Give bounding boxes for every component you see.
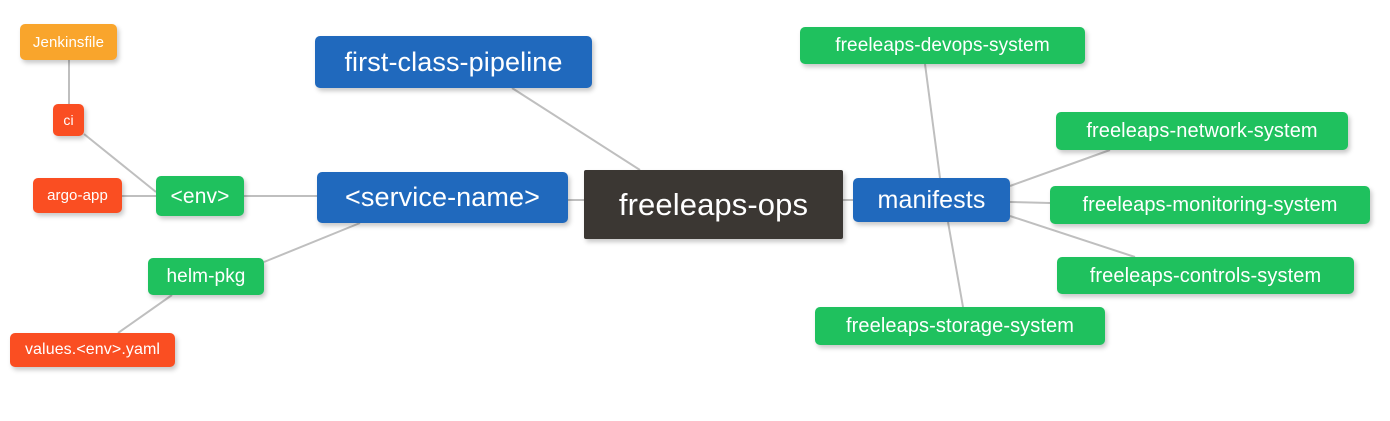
node-manifests[interactable]: manifests [853, 178, 1010, 222]
edge-manifests-to-freeleaps-storage-system [947, 221, 964, 308]
node-first-class-pipeline[interactable]: first-class-pipeline [315, 36, 592, 88]
edge-service-name-to-helm-pkg [263, 222, 361, 263]
edge-manifests-to-freeleaps-devops-system [924, 63, 941, 179]
edge-helm-pkg-to-values-yaml [117, 294, 173, 334]
node-freeleaps-controls-system[interactable]: freeleaps-controls-system [1057, 257, 1354, 294]
node-service-name[interactable]: <service-name> [317, 172, 568, 223]
node-freeleaps-network-system[interactable]: freeleaps-network-system [1056, 112, 1348, 150]
edge-first-class-pipeline-to-freeleaps-ops [511, 87, 641, 171]
node-ci[interactable]: ci [53, 104, 84, 136]
edge-manifests-to-freeleaps-network-system [1009, 149, 1111, 187]
node-values-yaml[interactable]: values.<env>.yaml [10, 333, 175, 367]
node-freeleaps-storage-system[interactable]: freeleaps-storage-system [815, 307, 1105, 345]
node-helm-pkg[interactable]: helm-pkg [148, 258, 264, 295]
edge-manifests-to-freeleaps-monitoring-system [1009, 201, 1051, 204]
node-jenkinsfile[interactable]: Jenkinsfile [20, 24, 117, 60]
node-freeleaps-monitoring-system[interactable]: freeleaps-monitoring-system [1050, 186, 1370, 224]
node-freeleaps-devops-system[interactable]: freeleaps-devops-system [800, 27, 1085, 64]
node-env[interactable]: <env> [156, 176, 244, 216]
node-freeleaps-ops[interactable]: freeleaps-ops [584, 170, 843, 239]
node-argo-app[interactable]: argo-app [33, 178, 122, 213]
